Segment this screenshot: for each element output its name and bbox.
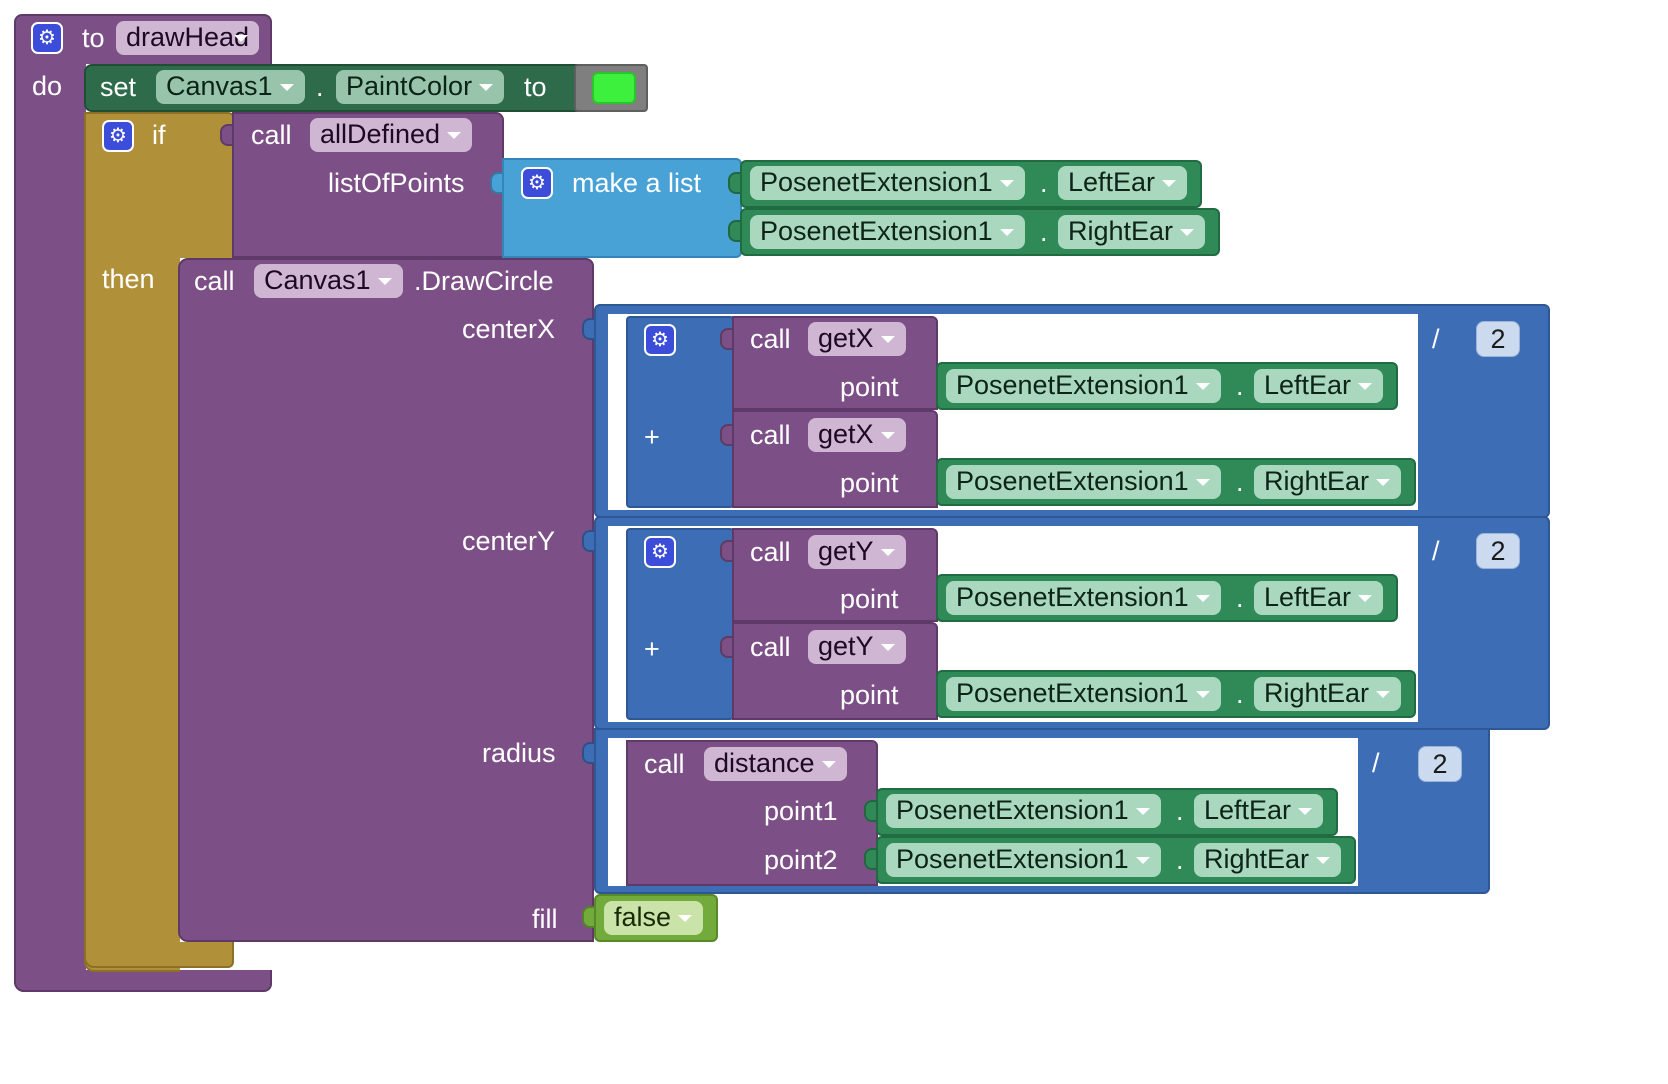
procedure-body-rail bbox=[14, 62, 86, 992]
centery-param-label: centerY bbox=[462, 526, 556, 556]
set-keyword: set bbox=[100, 72, 137, 102]
component-dot: . bbox=[1176, 796, 1184, 826]
set-component-dropdown[interactable]: Canvas1 bbox=[156, 70, 305, 104]
component-dropdown[interactable]: PosenetExtension1 bbox=[946, 369, 1221, 403]
getx-point-label: point bbox=[840, 468, 899, 498]
component-dropdown[interactable]: PosenetExtension1 bbox=[946, 465, 1221, 499]
then-keyword: then bbox=[102, 264, 155, 294]
alldefined-procedure-dropdown[interactable]: allDefined bbox=[310, 118, 473, 152]
gety-call-tab bbox=[720, 636, 732, 658]
component-dropdown[interactable]: PosenetExtension1 bbox=[886, 843, 1161, 877]
component-dropdown[interactable]: PosenetExtension1 bbox=[946, 677, 1221, 711]
gety-call-keyword: call bbox=[750, 537, 791, 567]
distance-call-keyword: call bbox=[644, 749, 685, 779]
centery-input-tab bbox=[582, 530, 594, 552]
procedure-keyword-to: to bbox=[82, 23, 105, 53]
procedure-name-field[interactable]: drawHead bbox=[116, 21, 260, 55]
drawcircle-block[interactable] bbox=[178, 258, 594, 942]
gety-point-label: point bbox=[840, 680, 899, 710]
component-dot: . bbox=[1236, 583, 1244, 613]
property-dropdown[interactable]: LeftEar bbox=[1254, 369, 1384, 403]
list-item-property-dropdown[interactable]: RightEar bbox=[1058, 215, 1206, 249]
distance-point2-label: point2 bbox=[764, 845, 838, 875]
make-a-list-mutator-gear-icon[interactable]: ⚙ bbox=[521, 167, 553, 199]
set-property-dropdown[interactable]: PaintColor bbox=[336, 70, 505, 104]
property-dropdown[interactable]: RightEar bbox=[1254, 465, 1402, 499]
component-dropdown[interactable]: PosenetExtension1 bbox=[886, 794, 1161, 828]
make-a-list-label: make a list bbox=[572, 168, 702, 198]
list-item-tab bbox=[728, 172, 740, 194]
centerx-divisor-field[interactable]: 2 bbox=[1476, 321, 1520, 357]
procedure-keyword-do: do bbox=[32, 71, 63, 101]
if-bottom-cap bbox=[84, 942, 234, 968]
component-property-tab bbox=[864, 800, 876, 822]
list-item-component-dropdown[interactable]: PosenetExtension1 bbox=[750, 166, 1025, 200]
drawcircle-call-keyword: call bbox=[194, 266, 235, 296]
component-dot: . bbox=[1176, 845, 1184, 875]
distance-procedure-dropdown[interactable]: distance bbox=[704, 747, 847, 781]
procedure-mutator-gear-icon[interactable]: ⚙ bbox=[31, 22, 63, 54]
centerx-plus-symbol: + bbox=[644, 422, 660, 452]
getx-call-tab bbox=[720, 424, 732, 446]
component-dot: . bbox=[1236, 467, 1244, 497]
gety-procedure-dropdown[interactable]: getY bbox=[808, 535, 906, 569]
list-item-dot: . bbox=[1040, 217, 1048, 247]
centery-addition-mutator-gear-icon[interactable]: ⚙ bbox=[644, 536, 676, 568]
component-property-tab bbox=[864, 848, 876, 870]
getx-point-label: point bbox=[840, 372, 899, 402]
radius-param-label: radius bbox=[482, 738, 556, 768]
getx-procedure-dropdown[interactable]: getX bbox=[808, 322, 906, 356]
centerx-addition-block[interactable] bbox=[626, 316, 734, 508]
distance-point1-label: point1 bbox=[764, 796, 838, 826]
centerx-divide-symbol: / bbox=[1432, 324, 1440, 354]
property-dropdown[interactable]: LeftEar bbox=[1194, 794, 1324, 828]
getx-call-keyword: call bbox=[750, 324, 791, 354]
gety-procedure-dropdown[interactable]: getY bbox=[808, 630, 906, 664]
centerx-input-tab bbox=[582, 318, 594, 340]
centerx-param-label: centerX bbox=[462, 314, 556, 344]
radius-input-tab bbox=[582, 742, 594, 764]
getx-call-keyword: call bbox=[750, 420, 791, 450]
list-item-dot: . bbox=[1040, 168, 1048, 198]
component-dot: . bbox=[1236, 371, 1244, 401]
radius-divide-symbol: / bbox=[1372, 748, 1380, 778]
drawcircle-method-label: .DrawCircle bbox=[414, 266, 554, 296]
property-dropdown[interactable]: LeftEar bbox=[1254, 581, 1384, 615]
alldefined-input-tab bbox=[220, 124, 232, 146]
list-item-component-dropdown[interactable]: PosenetExtension1 bbox=[750, 215, 1025, 249]
centery-divisor-field[interactable]: 2 bbox=[1476, 533, 1520, 569]
drawcircle-component-dropdown[interactable]: Canvas1 bbox=[254, 264, 403, 298]
centery-plus-symbol: + bbox=[644, 634, 660, 664]
centerx-addition-mutator-gear-icon[interactable]: ⚙ bbox=[644, 324, 676, 356]
list-item-tab bbox=[728, 220, 740, 242]
alldefined-param-label: listOfPoints bbox=[328, 168, 465, 198]
if-mutator-gear-icon[interactable]: ⚙ bbox=[102, 120, 134, 152]
if-then-rail bbox=[84, 256, 180, 972]
fill-param-label: fill bbox=[532, 904, 558, 934]
gety-call-tab bbox=[720, 540, 732, 562]
gety-call-keyword: call bbox=[750, 632, 791, 662]
alldefined-call-keyword: call bbox=[251, 120, 292, 150]
procedure-bottom-cap bbox=[14, 970, 272, 992]
set-dot: . bbox=[316, 72, 324, 102]
gety-point-label: point bbox=[840, 584, 899, 614]
component-dot: . bbox=[1236, 679, 1244, 709]
make-a-list-tab bbox=[490, 172, 502, 194]
property-dropdown[interactable]: RightEar bbox=[1194, 843, 1342, 877]
fill-boolean-dropdown[interactable]: false bbox=[604, 901, 704, 935]
getx-procedure-dropdown[interactable]: getX bbox=[808, 418, 906, 452]
radius-divisor-field[interactable]: 2 bbox=[1418, 746, 1462, 782]
centery-addition-block[interactable] bbox=[626, 528, 734, 720]
property-dropdown[interactable]: RightEar bbox=[1254, 677, 1402, 711]
fill-input-tab bbox=[582, 906, 594, 928]
if-keyword: if bbox=[152, 120, 166, 150]
component-dropdown[interactable]: PosenetExtension1 bbox=[946, 581, 1221, 615]
set-keyword-to: to bbox=[524, 72, 547, 102]
list-item-property-dropdown[interactable]: LeftEar bbox=[1058, 166, 1188, 200]
color-swatch[interactable] bbox=[592, 72, 636, 104]
getx-call-tab bbox=[720, 328, 732, 350]
centery-divide-symbol: / bbox=[1432, 536, 1440, 566]
